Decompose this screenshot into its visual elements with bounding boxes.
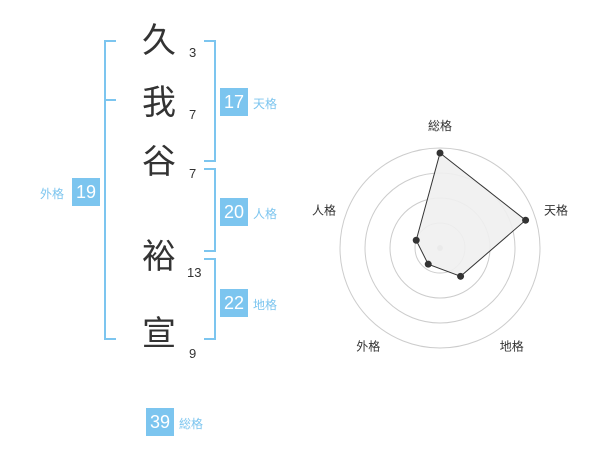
jinkaku-result: 20 人格: [220, 198, 290, 226]
radar-point-3: [457, 272, 465, 280]
radar-area: [415, 152, 527, 277]
stroke-count-1: 3: [189, 45, 197, 60]
soukaku-badge: 39: [146, 408, 174, 436]
radar-point-2: [522, 216, 530, 224]
radar-ring-4: [339, 147, 541, 349]
chikaku-badge: 22: [220, 289, 248, 317]
radar-point-1: [436, 149, 444, 157]
soukaku-label: 総格: [179, 417, 204, 431]
jinkaku-label: 人格: [253, 207, 278, 221]
name-char-3: 谷: [142, 142, 176, 182]
jinkaku-badge: 20: [220, 198, 248, 226]
radar-axis-label-1: 総格: [428, 118, 452, 133]
stroke-count-5: 9: [189, 346, 197, 361]
name-char-1: 久: [142, 21, 176, 61]
stroke-count-4: 13: [187, 265, 202, 280]
radar-points: [412, 149, 530, 280]
tenkaku-bracket: [204, 40, 216, 162]
stroke-count-3: 7: [189, 166, 197, 181]
gaikaku-bracket-mid: [104, 99, 116, 101]
radar-axis-label-2: 天格: [544, 202, 568, 217]
stroke-count-2: 7: [189, 107, 197, 122]
tenkaku-result: 17 天格: [220, 88, 290, 116]
gaikaku-badge: 19: [72, 178, 100, 206]
tenkaku-label: 天格: [253, 97, 278, 111]
name-char-4: 裕: [142, 237, 176, 277]
name-char-2: 我: [142, 83, 176, 123]
gaikaku-result: 外格 19: [40, 178, 110, 206]
jinkaku-bracket: [204, 168, 216, 252]
gaikaku-bracket: [104, 40, 116, 340]
name-char-5: 宣: [142, 314, 176, 354]
chikaku-label: 地格: [253, 298, 278, 312]
radar-point-4: [424, 260, 432, 268]
radar-point-5: [412, 236, 420, 244]
radar-axis-label-4: 外格: [356, 339, 380, 354]
gaikaku-label: 外格: [40, 187, 65, 201]
tenkaku-badge: 17: [220, 88, 248, 116]
chikaku-result: 22 地格: [220, 289, 290, 317]
radar-axis-label-5: 人格: [312, 202, 336, 217]
radar-axis-label-3: 地格: [500, 339, 524, 354]
chikaku-bracket: [204, 258, 216, 340]
soukaku-result: 39 総格: [146, 408, 216, 436]
